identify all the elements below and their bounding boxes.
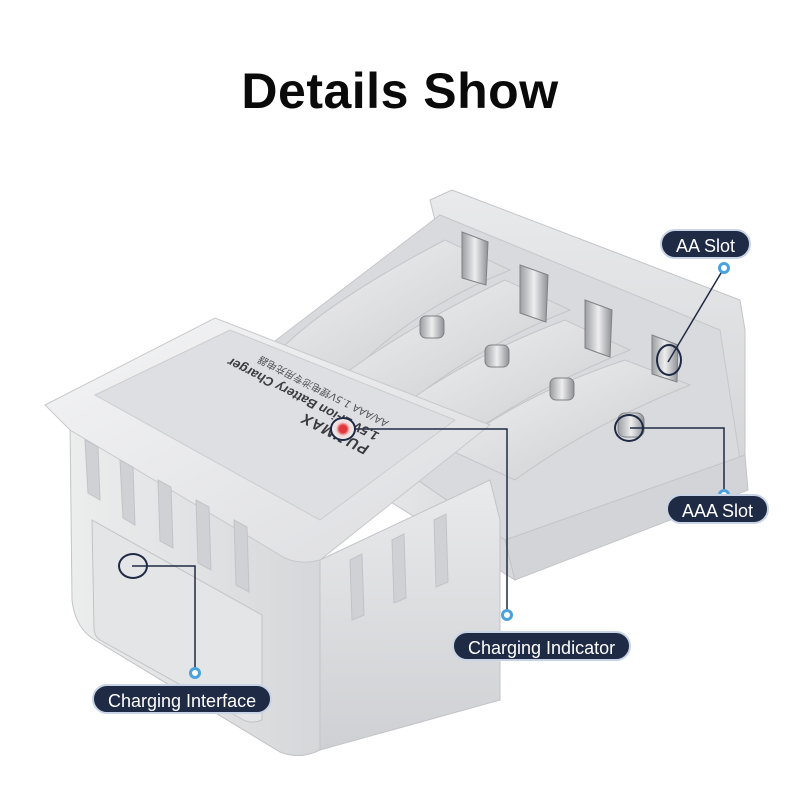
port-marker [118,553,148,579]
led-indicator [330,417,356,441]
page-title: Details Show [241,63,559,119]
tray-right-face [504,454,749,581]
interface-dot-icon [189,667,201,679]
label-plate [93,329,457,521]
charging-interface-label: Charging Interface [92,684,273,714]
aa-contact-marker [656,344,682,376]
indicator-dot-icon [501,609,513,621]
aaa-slot-label: AAA Slot [666,494,770,524]
aa-dot-icon [718,262,730,274]
charging-indicator-label: Charging Indicator [452,631,632,661]
body-ribs [84,439,449,621]
leader-lines [132,267,725,672]
body-right-face [319,479,501,751]
aa-slot-label: AA Slot [660,229,752,259]
aaa-contact-marker [614,414,644,442]
